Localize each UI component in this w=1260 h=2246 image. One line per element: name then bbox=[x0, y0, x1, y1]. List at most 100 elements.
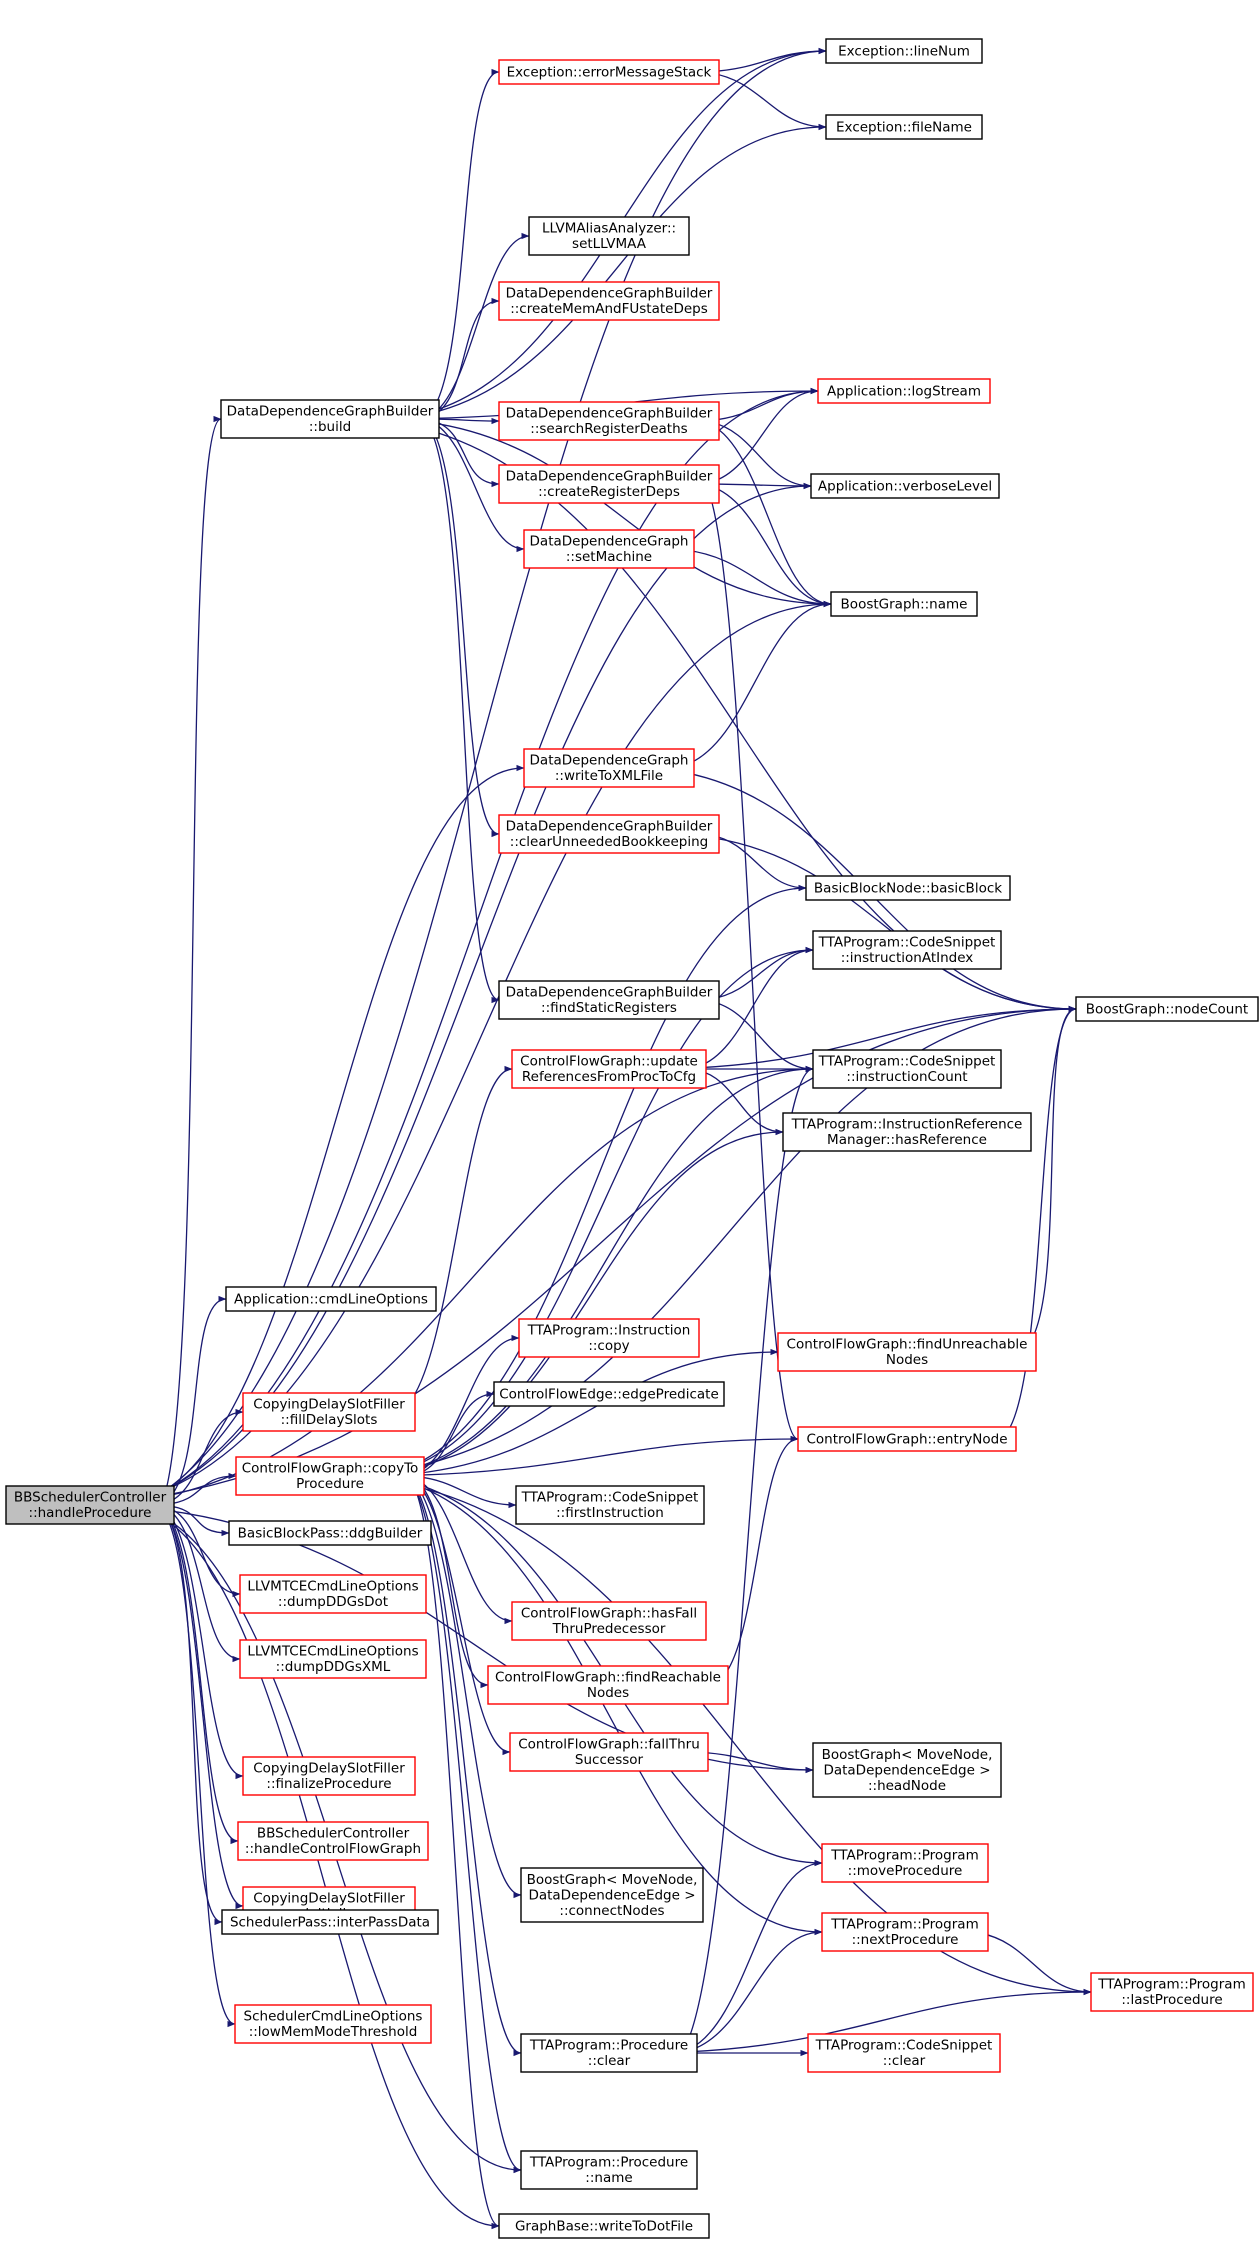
graph-node-ddg-wxml[interactable]: DataDependenceGraph::writeToXMLFile bbox=[523, 748, 695, 788]
node-box bbox=[515, 1485, 705, 1525]
graph-node-llvm-xml[interactable]: LLVMTCECmdLineOptions::dumpDDGsXML bbox=[239, 1639, 427, 1679]
node-label-line: ControlFlowGraph::findUnreachable bbox=[787, 1337, 1028, 1353]
node-label-line: BasicBlockNode::basicBlock bbox=[814, 880, 1002, 896]
call-edge-ddgb_build-to-ddgb_cub bbox=[430, 426, 500, 838]
graph-node-bg-nodecount[interactable]: BoostGraph::nodeCount bbox=[1075, 996, 1259, 1022]
call-edge-exc_ems-to-exc_file bbox=[710, 72, 827, 131]
call-edge-bbs-to-llvm_xml bbox=[165, 1507, 241, 1663]
graph-node-irm-has[interactable]: TTAProgram::InstructionReferenceManager:… bbox=[782, 1112, 1032, 1152]
graph-node-bbs-hcfg[interactable]: BBSchedulerController::handleControlFlow… bbox=[237, 1821, 429, 1861]
call-edge-bbs-to-bbp_ddg bbox=[165, 1504, 230, 1537]
node-box bbox=[5, 1485, 175, 1525]
node-label-line: ::moveProcedure bbox=[848, 1863, 963, 1879]
graph-node-ddgb-fsr[interactable]: DataDependenceGraphBuilder::findStaticRe… bbox=[498, 980, 720, 1020]
call-edge-proc_clear-to-prog_move bbox=[688, 1859, 823, 2050]
call-edge-bbs-to-cs_icount bbox=[165, 1065, 814, 1497]
graph-node-scl-lowmem[interactable]: SchedulerCmdLineOptions::lowMemModeThres… bbox=[234, 2004, 432, 2044]
graph-node-cs-first[interactable]: TTAProgram::CodeSnippet::firstInstructio… bbox=[515, 1485, 705, 1525]
call-edge-bbs-to-gb_wdot bbox=[165, 1518, 500, 2230]
call-edge-ddgb_crd-to-bg_name bbox=[710, 485, 832, 608]
node-box bbox=[520, 1867, 704, 1923]
node-label-line: ControlFlowGraph::fallThru bbox=[518, 1737, 700, 1753]
graph-node-app-verbose[interactable]: Application::verboseLevel bbox=[810, 473, 1000, 499]
call-edge-ddgb_crd-to-app_verbose bbox=[710, 482, 812, 490]
call-edge-ddgb_srd-to-bg_name bbox=[710, 424, 832, 608]
graph-node-cdsf-final[interactable]: CopyingDelaySlotFiller::finalizeProcedur… bbox=[242, 1756, 416, 1796]
graph-node-cs-iat[interactable]: TTAProgram::CodeSnippet::instructionAtIn… bbox=[812, 930, 1002, 970]
graph-node-sp-ipd[interactable]: SchedulerPass::interPassData bbox=[221, 1909, 439, 1935]
call-edge-ddgb_build-to-llvm_maa bbox=[430, 232, 530, 416]
graph-node-ddgb-build[interactable]: DataDependenceGraphBuilder::build bbox=[220, 399, 440, 439]
graph-node-bg-head[interactable]: BoostGraph< MoveNode,DataDependenceEdge … bbox=[812, 1742, 1002, 1798]
graph-node-exc-line[interactable]: Exception::lineNum bbox=[825, 38, 983, 64]
node-label-line: TTAProgram::CodeSnippet bbox=[818, 935, 996, 951]
graph-node-cdsf-fill[interactable]: CopyingDelaySlotFiller::fillDelaySlots bbox=[242, 1392, 416, 1432]
call-edge-proc_clear-to-prog_next bbox=[688, 1928, 823, 2052]
graph-node-bbn-bb[interactable]: BasicBlockNode::basicBlock bbox=[805, 875, 1011, 901]
node-box bbox=[523, 748, 695, 788]
graph-node-ddgb-cmf[interactable]: DataDependenceGraphBuilder::createMemAnd… bbox=[498, 281, 720, 321]
call-edge-proc_clear-to-prog_last bbox=[688, 1988, 1092, 2053]
node-label-line: ::finalizeProcedure bbox=[266, 1776, 391, 1792]
node-label-line: ::createMemAndFUstateDeps bbox=[510, 301, 708, 317]
graph-node-cfg-entry[interactable]: ControlFlowGraph::entryNode bbox=[797, 1426, 1017, 1452]
graph-node-cdsf-init[interactable]: CopyingDelaySlotFiller::initialize bbox=[242, 1886, 416, 1926]
call-edge-ddgb_build-to-ddg_setm bbox=[430, 421, 525, 553]
graph-node-prog-next[interactable]: TTAProgram::Program::nextProcedure bbox=[821, 1912, 989, 1952]
node-label-line: ThruPredecessor bbox=[552, 1621, 666, 1637]
node-label-line: BoostGraph::name bbox=[841, 596, 968, 612]
graph-node-ddgb-crd[interactable]: DataDependenceGraphBuilder::createRegist… bbox=[498, 464, 720, 504]
node-label-line: BBSchedulerController bbox=[257, 1826, 410, 1842]
graph-node-exc-ems[interactable]: Exception::errorMessageStack bbox=[498, 59, 720, 85]
node-box bbox=[498, 814, 720, 854]
call-edge-cfg_copy-to-prog_next bbox=[415, 1484, 823, 1936]
node-box bbox=[812, 1049, 1002, 1089]
node-box bbox=[487, 1665, 729, 1705]
node-box bbox=[228, 1520, 432, 1546]
graph-node-cs-clear[interactable]: TTAProgram::CodeSnippet::clear bbox=[807, 2033, 1001, 2073]
node-label-line: ReferencesFromProcToCfg bbox=[522, 1069, 696, 1085]
call-edge-ddgb_crd-to-cfg_entry bbox=[710, 498, 799, 1443]
graph-node-prog-last[interactable]: TTAProgram::Program::lastProcedure bbox=[1090, 1972, 1254, 2012]
graph-node-app-log[interactable]: Application::logStream bbox=[817, 378, 991, 404]
graph-node-bg-name[interactable]: BoostGraph::name bbox=[830, 591, 978, 617]
graph-node-proc-name[interactable]: TTAProgram::Procedure::name bbox=[520, 2150, 698, 2190]
node-box bbox=[225, 1286, 437, 1312]
node-label-line: BoostGraph::nodeCount bbox=[1086, 1001, 1248, 1017]
graph-node-bbp-ddg[interactable]: BasicBlockPass::ddgBuilder bbox=[228, 1520, 432, 1546]
node-box bbox=[1075, 996, 1259, 1022]
call-edge-bbs-to-cdsf_fill bbox=[165, 1408, 244, 1504]
graph-node-llvm-maa[interactable]: LLVMAliasAnalyzer::setLLVMAA bbox=[528, 216, 690, 256]
node-label-line: ::findStaticRegisters bbox=[541, 1000, 677, 1016]
call-edge-bbs-to-scl_lowmem bbox=[165, 1515, 236, 2028]
graph-node-ddg-setm[interactable]: DataDependenceGraph::setMachine bbox=[523, 529, 695, 569]
node-box bbox=[523, 529, 695, 569]
graph-node-prog-move[interactable]: TTAProgram::Program::moveProcedure bbox=[821, 1843, 989, 1883]
graph-node-gb-wdot[interactable]: GraphBase::writeToDotFile bbox=[498, 2213, 710, 2239]
graph-node-app-cmd[interactable]: Application::cmdLineOptions bbox=[225, 1286, 437, 1312]
node-label-line: Application::cmdLineOptions bbox=[234, 1291, 428, 1307]
graph-node-cfe-pred[interactable]: ControlFlowEdge::edgePredicate bbox=[493, 1381, 725, 1407]
node-label-line: TTAProgram::Instruction bbox=[527, 1323, 691, 1339]
graph-node-cs-icount[interactable]: TTAProgram::CodeSnippet::instructionCoun… bbox=[812, 1049, 1002, 1089]
graph-node-ddgb-srd[interactable]: DataDependenceGraphBuilder::searchRegist… bbox=[498, 401, 720, 441]
graph-node-proc-clear[interactable]: TTAProgram::Procedure::clear bbox=[520, 2033, 698, 2073]
call-edge-ddgb_build-to-bg_name bbox=[430, 422, 832, 608]
graph-node-llvm-dot[interactable]: LLVMTCECmdLineOptions::dumpDDGsDot bbox=[239, 1574, 427, 1614]
call-edge-cfg_copy-to-cfg_findreach bbox=[415, 1479, 489, 1689]
graph-node-exc-file[interactable]: Exception::fileName bbox=[825, 114, 983, 140]
graph-node-ddgb-cub[interactable]: DataDependenceGraphBuilder::clearUnneede… bbox=[498, 814, 720, 854]
graph-node-bg-connect[interactable]: BoostGraph< MoveNode,DataDependenceEdge … bbox=[520, 1867, 704, 1923]
node-box bbox=[498, 464, 720, 504]
call-edge-ddg_wxml-to-bg_nodecount bbox=[685, 772, 1077, 1013]
call-edge-cfg_fallthru-to-bg_head bbox=[699, 1751, 814, 1774]
graph-node-tta-instr-copy[interactable]: TTAProgram::Instruction::copy bbox=[518, 1318, 700, 1358]
graph-node-bbs[interactable]: BBSchedulerController::handleProcedure bbox=[5, 1485, 175, 1525]
call-edge-ddgb_srd-to-app_verbose bbox=[710, 421, 812, 490]
graph-node-cfg-urefs[interactable]: ControlFlowGraph::updateReferencesFromPr… bbox=[511, 1049, 707, 1089]
